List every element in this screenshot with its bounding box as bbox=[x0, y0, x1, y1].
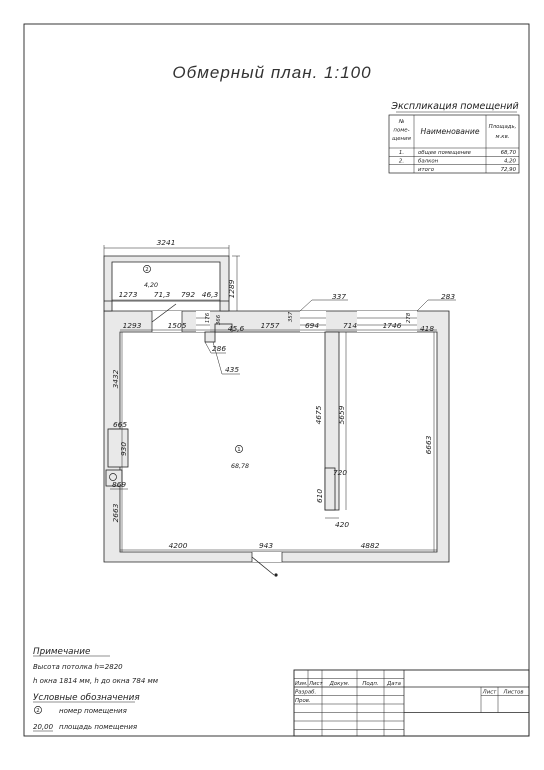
room-2-number: 2 bbox=[145, 267, 148, 273]
notes-block: Примечание Высота потолка h=2820 h окна … bbox=[33, 647, 159, 732]
dim-left-c: 930 bbox=[119, 442, 128, 456]
dim-balcony-depth: 1289 bbox=[227, 279, 236, 298]
explication-row-1-area: 68,70 bbox=[501, 150, 517, 156]
dim-top-i: 337 bbox=[332, 292, 346, 301]
dim-col-a: 4675 bbox=[314, 405, 323, 424]
floor-plan: 3241 1289 2 4,20 1273 71,3 792 46,3 1293… bbox=[103, 238, 456, 577]
dim-top-j: 714 bbox=[343, 321, 357, 330]
note-window: h окна 1814 мм, h до окна 784 мм bbox=[33, 677, 159, 685]
explication-row-1-name: общее помещение bbox=[418, 150, 472, 156]
dim-balcony-w4: 46,3 bbox=[202, 290, 219, 299]
stamp-header-podp: Подп. bbox=[362, 681, 378, 687]
explication-col-no-3: щения bbox=[392, 136, 411, 142]
explication-row-1-no: 1. bbox=[399, 150, 404, 156]
room-1-number: 1 bbox=[237, 447, 240, 453]
dim-top-f: 1757 bbox=[261, 321, 280, 330]
dim-top-k: 1746 bbox=[383, 321, 402, 330]
stamp-header-dokum: Докум. bbox=[329, 681, 350, 687]
room-1-area: 68,78 bbox=[231, 463, 249, 470]
riser-pipe bbox=[109, 473, 117, 481]
dim-right-a: 6663 bbox=[424, 435, 433, 454]
explication-table: Экспликация помещений № поме- щения Наим… bbox=[388, 101, 520, 174]
note-ceiling: Высота потолка h=2820 bbox=[33, 663, 123, 671]
dim-col-e: 420 bbox=[335, 520, 349, 529]
legend-area-sample: 20,00 bbox=[33, 723, 54, 731]
explication-row-2-area: 4,20 bbox=[504, 159, 517, 165]
explication-row-2-no: 2. bbox=[399, 159, 404, 165]
explication-row-2-name: балкон bbox=[418, 159, 439, 165]
explication-row-3-area: 72,90 bbox=[501, 167, 517, 173]
dim-call-2: 435 bbox=[225, 365, 239, 374]
stamp-row-prov: Пров. bbox=[295, 698, 311, 704]
explication-col-no-2: поме- bbox=[393, 128, 409, 134]
stamp-header-izm: Изм. bbox=[295, 681, 308, 687]
dim-left-a: 3432 bbox=[111, 369, 120, 388]
dim-top-c: 176 bbox=[205, 312, 211, 323]
dim-top-n: 418 bbox=[420, 324, 434, 333]
dim-col-b: 5659 bbox=[337, 405, 346, 424]
balcony-walls bbox=[103, 255, 230, 312]
dim-left-b: 665 bbox=[113, 420, 127, 429]
stamp-sheet-label: Лист bbox=[482, 690, 498, 696]
legend-room-marker bbox=[34, 706, 42, 714]
dim-left-e: 2663 bbox=[111, 503, 120, 522]
explication-col-area-2: м.кв. bbox=[496, 134, 510, 140]
entrance-door-leaf bbox=[251, 556, 275, 576]
dim-top-d: 366 bbox=[216, 314, 222, 325]
legend-area-label: площадь помещения bbox=[59, 723, 137, 731]
dim-top-b: 1505 bbox=[168, 321, 187, 330]
legend-room-label: номер помещения bbox=[59, 707, 127, 715]
dim-top-e: 45,6 bbox=[228, 324, 245, 333]
legend-room-symbol: 2 bbox=[36, 708, 39, 714]
stamp-header-data: Дата bbox=[386, 681, 401, 687]
dim-col-c: 720 bbox=[333, 468, 347, 477]
dim-balcony-width: 3241 bbox=[157, 238, 176, 247]
dim-col-d: 610 bbox=[315, 489, 324, 503]
explication-col-area-1: Площадь, bbox=[489, 124, 517, 130]
explication-col-no-1: № bbox=[398, 119, 405, 125]
sheet-frame bbox=[23, 23, 530, 737]
dim-bottom-a: 4200 bbox=[169, 541, 188, 550]
dim-balcony-w1: 1273 bbox=[119, 290, 138, 299]
dim-bottom-c: 4882 bbox=[361, 541, 380, 550]
explication-col-name: Наименование bbox=[420, 127, 479, 136]
drawing-title: Обмерный план. 1:100 bbox=[172, 63, 371, 82]
explication-row-3-name: итого bbox=[418, 167, 435, 173]
stamp-header-list: Лист bbox=[308, 681, 324, 687]
stamp-sheets-label: Листов bbox=[502, 690, 523, 696]
stamp-row-razrab: Разраб. bbox=[295, 690, 316, 696]
dim-top-g: 357 bbox=[288, 311, 294, 322]
main-walls bbox=[103, 310, 450, 563]
title-block: Изм. Лист Докум. Подп. Дата Разраб. Пров… bbox=[293, 669, 530, 737]
notes-heading: Примечание bbox=[33, 647, 91, 657]
explication-heading: Экспликация помещений bbox=[390, 101, 518, 112]
dim-top-a: 1293 bbox=[123, 321, 142, 330]
room-2-marker bbox=[143, 265, 151, 273]
dim-top-m: 278 bbox=[406, 312, 412, 323]
dim-call-1: 286 bbox=[212, 344, 226, 353]
dim-balcony-w3: 792 bbox=[181, 290, 195, 299]
room-2-area: 4,20 bbox=[144, 282, 158, 289]
dim-bottom-b: 943 bbox=[259, 541, 273, 550]
room-1-marker bbox=[235, 445, 243, 453]
balcony-door-leaf bbox=[151, 303, 177, 323]
dim-top-l: 283 bbox=[441, 292, 455, 301]
dim-left-d: 869 bbox=[112, 480, 126, 489]
dim-top-h: 694 bbox=[305, 321, 319, 330]
dim-balcony-w2: 71,3 bbox=[154, 290, 171, 299]
legend-heading: Условные обозначения bbox=[33, 693, 140, 703]
